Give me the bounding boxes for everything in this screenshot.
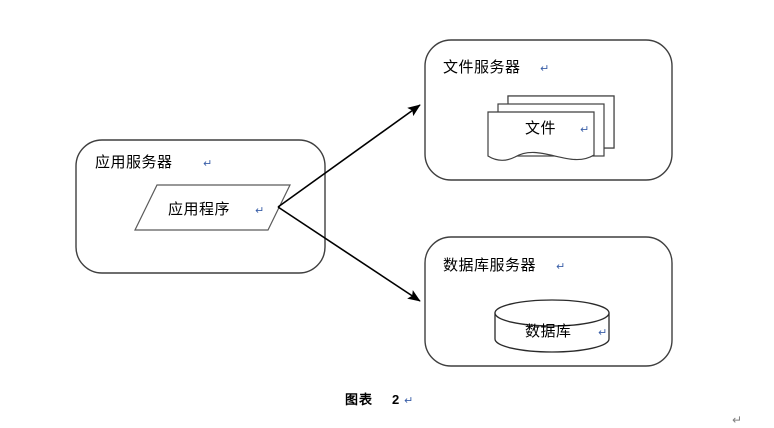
app-server-label: 应用服务器 (95, 153, 173, 171)
caption-number: 2 (392, 392, 400, 407)
node-database-cylinder[interactable]: 数据库 ↵ (494, 299, 610, 353)
database-server-label: 数据库服务器 (443, 257, 536, 274)
document-end-paragraph-mark: ↵ (732, 413, 742, 427)
database-cylinder-paragraph-mark: ↵ (598, 327, 607, 339)
connector-app-to-file[interactable] (277, 104, 421, 208)
file-stack-label: 文件 (525, 120, 556, 137)
app-server-paragraph-mark: ↵ (203, 158, 212, 170)
node-app-program[interactable]: 应用程序 ↵ (134, 184, 291, 231)
node-file-server[interactable]: 文件服务器 ↵ 文件 ↵ (424, 39, 673, 181)
database-cylinder-top (494, 299, 610, 327)
app-program-label: 应用程序 (168, 200, 230, 218)
file-stack-paragraph-mark: ↵ (580, 124, 589, 136)
node-database-server[interactable]: 数据库服务器 ↵ 数据库 ↵ (424, 236, 673, 367)
node-app-server[interactable]: 应用服务器 ↵ 应用程序 ↵ (75, 139, 326, 274)
file-document-front[interactable] (487, 111, 595, 161)
app-program-parallelogram[interactable] (134, 184, 291, 231)
connector-app-to-database[interactable] (277, 206, 421, 302)
caption-paragraph-mark: ↵ (404, 395, 413, 407)
node-file-stack[interactable]: 文件 ↵ (487, 95, 615, 161)
database-server-paragraph-mark: ↵ (556, 261, 565, 273)
figure-caption: 图表 2 ↵ (345, 392, 413, 407)
database-cylinder-label: 数据库 (525, 323, 572, 340)
caption-title: 图表 (345, 392, 373, 407)
app-program-paragraph-mark: ↵ (255, 205, 264, 217)
file-server-label: 文件服务器 (443, 59, 521, 76)
file-server-paragraph-mark: ↵ (540, 63, 549, 75)
